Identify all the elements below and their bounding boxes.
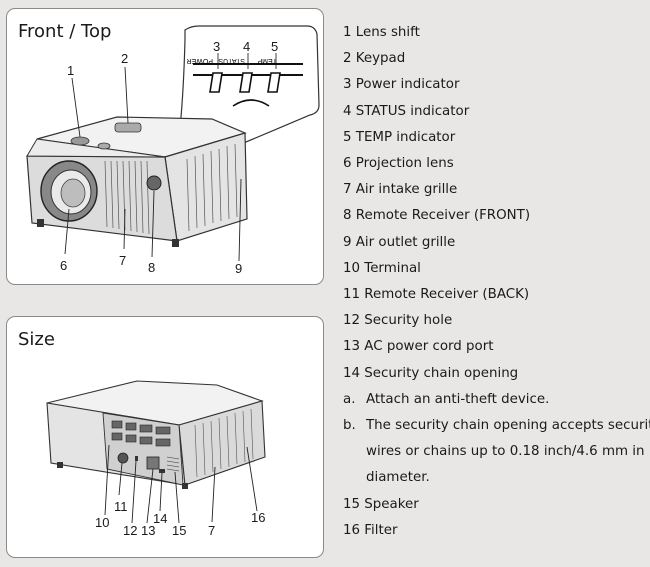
- projector-back-illustration: 10 11 12 13 14 15 7 16: [46, 380, 266, 538]
- size-panel: 10 11 12 13 14 15 7 16 Size: [6, 316, 324, 558]
- callout-6: 6: [60, 258, 67, 273]
- callout-2: 2: [121, 51, 128, 66]
- legend-item: 8 Remote Receiver (FRONT): [343, 208, 531, 224]
- legend-item: 2 Keypad: [343, 51, 406, 67]
- legend-item: 13 AC power cord port: [343, 339, 494, 355]
- callout-5: 5: [271, 39, 278, 54]
- speaker-grille: [166, 456, 180, 472]
- callout-8: 8: [148, 260, 155, 275]
- terminal-ports: [111, 420, 171, 447]
- projector-front-illustration: POWER STATUS TEMP: [26, 25, 320, 276]
- parts-legend: 1 Lens shift 2 Keypad 3 Power indicator …: [343, 20, 650, 544]
- callout-4: 4: [243, 39, 250, 54]
- zoom-label-power: POWER: [187, 57, 213, 64]
- air-outlet-grille: [186, 143, 238, 232]
- note-b-line: diameter.: [366, 470, 430, 486]
- remote-receiver-back-icon: [117, 452, 129, 464]
- legend-item: 12 Security hole: [343, 313, 453, 329]
- zoom-label-temp: TEMP: [257, 57, 277, 64]
- size-title: Size: [18, 329, 55, 350]
- callout-9: 9: [235, 261, 242, 276]
- security-chain-opening-icon: [159, 469, 165, 473]
- legend-item: 4 STATUS indicator: [343, 103, 470, 119]
- projector-body: [26, 116, 248, 247]
- legend-item: 5 TEMP indicator: [343, 129, 456, 145]
- keypad-icon: [114, 122, 142, 133]
- legend-item: 3 Power indicator: [343, 77, 460, 93]
- ac-power-port-icon: [146, 456, 160, 470]
- projector-back-body: [46, 380, 266, 489]
- legend-item: 14 Security chain opening: [343, 365, 519, 381]
- callout-10: 10: [95, 515, 109, 530]
- status-led-icon: [239, 72, 253, 93]
- callout-15: 15: [172, 523, 186, 538]
- callout-13: 13: [141, 523, 155, 538]
- legend-item: 16 Filter: [343, 522, 398, 538]
- callout-3: 3: [213, 39, 220, 54]
- security-hole-icon: [135, 456, 138, 461]
- legend-item: 11 Remote Receiver (BACK): [343, 287, 530, 303]
- callout-16: 16: [251, 510, 265, 525]
- note-a: a. Attach an anti-theft device.: [343, 387, 648, 413]
- legend-item: 6 Projection lens: [343, 156, 454, 172]
- front-top-title: Front / Top: [18, 21, 112, 42]
- filter-grille: [194, 408, 254, 478]
- callout-11: 11: [114, 499, 128, 514]
- note-b-line: wires or chains up to 0.18 inch/4.6 mm i…: [366, 444, 645, 460]
- legend-item: 9 Air outlet grille: [343, 234, 456, 250]
- note-a-marker: a.: [343, 391, 356, 407]
- note-b-line: The security chain opening accepts secur…: [366, 418, 650, 434]
- callout-12: 12: [123, 523, 137, 538]
- note-b-marker: b.: [343, 418, 356, 434]
- power-led-icon: [209, 72, 223, 93]
- lens-shift-icon: [70, 136, 90, 146]
- temp-led-icon: [267, 72, 281, 93]
- callout-14: 14: [153, 511, 167, 526]
- legend-item: 1 Lens shift: [343, 25, 420, 40]
- air-intake-grille: [104, 160, 150, 235]
- note-b: b. The security chain opening accepts se…: [343, 413, 650, 439]
- callout-1: 1: [67, 63, 74, 78]
- zoom-label-status: STATUS: [218, 57, 245, 64]
- legend-item: 7 Air intake grille: [343, 182, 458, 198]
- callout-7-back: 7: [208, 523, 215, 538]
- front-top-panel: POWER STATUS TEMP: [6, 8, 324, 285]
- callout-7: 7: [119, 253, 126, 268]
- legend-item: 15 Speaker: [343, 496, 419, 512]
- note-a-text: Attach an anti-theft device.: [366, 391, 550, 407]
- legend-item: 10 Terminal: [343, 260, 421, 276]
- remote-receiver-front-icon: [146, 175, 162, 191]
